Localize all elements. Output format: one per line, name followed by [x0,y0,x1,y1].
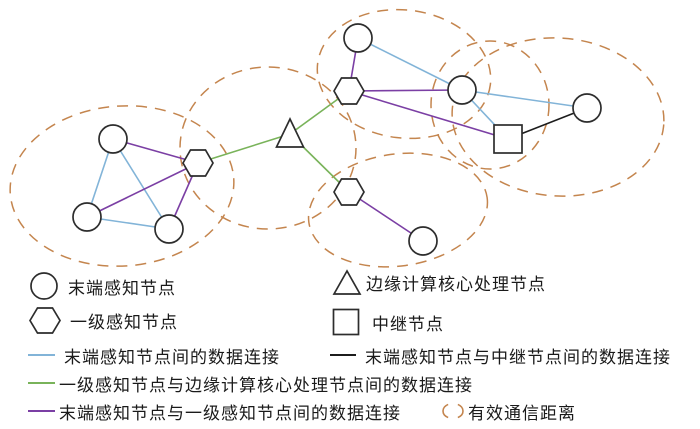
hexagon-node-icon [29,307,61,334]
comm-range-ellipse [9,105,235,267]
legend-item-comm-range: 有效通信距离 [441,400,576,423]
legend-label: 一级感知节点与边缘计算核心处理节点间的数据连接 [59,375,473,395]
edge-end_end-c5-c6 [461,89,588,109]
edge-end_l1-h2-c5 [348,89,463,92]
blue-line-swatch [28,354,55,356]
legend-item-edge-node: 边缘计算核心处理节点 [332,269,546,296]
legend-item-l1-node: 一级感知节点 [28,306,178,335]
edge-end_end-c1-c3 [112,138,170,230]
green-line-swatch [28,382,55,384]
node-hexagon-h1 [182,149,214,177]
dashed-ellipse-icon [442,402,464,420]
circle-node-icon [30,272,58,300]
legend-label: 末端感知节点间的数据连接 [64,347,280,367]
legend-item-end-node: 末端感知节点 [29,271,176,301]
triangle-node-icon [332,269,362,295]
legend-item-link-end-end: 末端感知节点间的数据连接 [28,344,280,367]
edge-l1_edge-h1-t1 [197,133,291,164]
node-circle-c5 [447,75,477,105]
node-circle-c2 [72,202,102,232]
legend-label: 一级感知节点 [70,313,178,332]
edge-end_l1-h1-c2 [86,162,199,218]
node-triangle-t1 [275,117,305,148]
legend-label: 末端感知节点 [68,278,176,298]
comm-range-ellipse [430,40,550,170]
node-hexagon-h3 [333,178,365,206]
legend-item-link-end-l1: 末端感知节点与一级感知节点间的数据连接 [28,400,401,423]
purple-line-swatch [28,410,55,412]
node-circle-c4 [343,23,373,53]
black-line-swatch [330,354,356,356]
square-node-icon [332,308,360,336]
legend-item-link-end-relay: 末端感知节点与中继节点间的数据连接 [330,344,671,367]
node-square-s1 [493,124,523,154]
node-hexagon-h2 [333,77,365,105]
comm-range-ellipse [451,37,665,197]
comm-range-ellipse [179,66,357,230]
legend-label: 边缘计算核心处理节点 [366,275,546,294]
legend-item-relay-node: 中继节点 [332,308,444,336]
node-circle-c6 [572,93,602,123]
node-circle-c7 [408,226,438,256]
comm-range-ellipse [316,8,492,140]
legend-label: 有效通信距离 [468,403,576,423]
legend-label: 末端感知节点与一级感知节点间的数据连接 [59,403,401,423]
node-circle-c3 [154,214,184,244]
legend-label: 中继节点 [372,314,444,334]
node-circle-c1 [98,124,128,154]
legend-label: 末端感知节点与中继节点间的数据连接 [365,347,671,367]
edge-end_end-c4-c5 [357,37,463,91]
legend-item-link-l1-edge: 一级感知节点与边缘计算核心处理节点间的数据连接 [28,372,473,395]
edge-end_l1-h2-s1 [348,90,509,140]
comm-range-ellipse [307,152,489,268]
